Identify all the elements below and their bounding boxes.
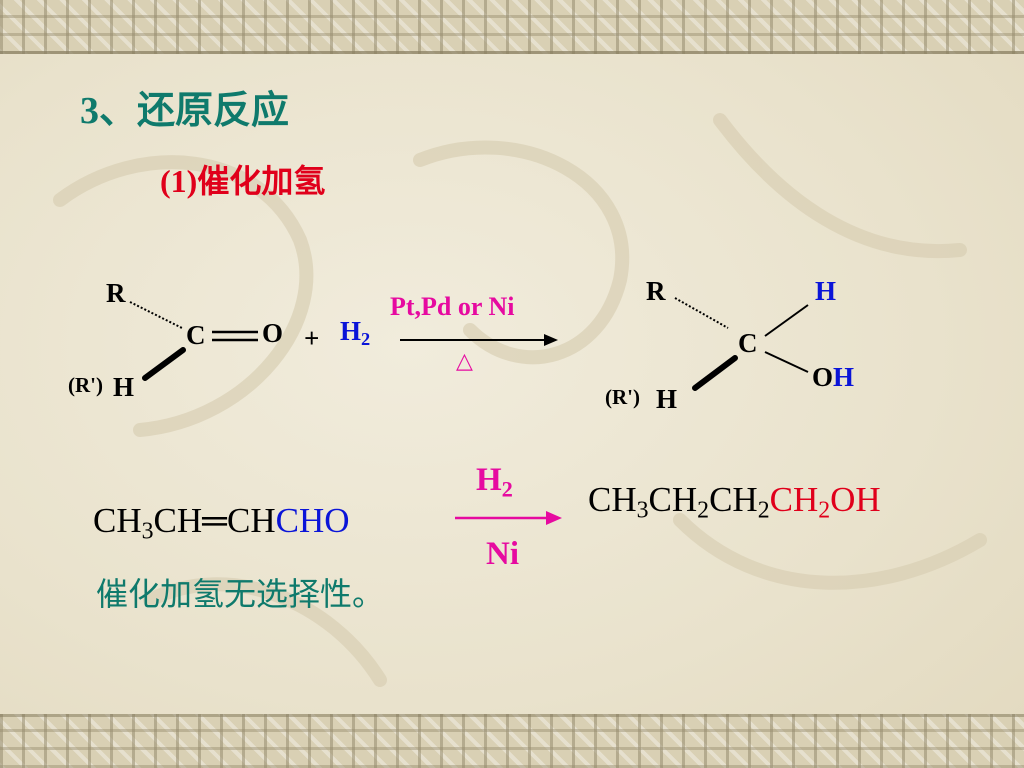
product-rprime-label: (R') bbox=[605, 385, 640, 409]
product-h-bond bbox=[764, 304, 809, 337]
reaction2-arrow-head bbox=[546, 511, 562, 525]
reactant2-double-bond: ═ bbox=[202, 501, 227, 540]
reactant2-ch3: CH bbox=[93, 501, 142, 540]
reactant2-ch-2: CH bbox=[226, 501, 276, 540]
product2-oh: OH bbox=[830, 480, 881, 519]
reactant-o-label: O bbox=[262, 318, 284, 348]
product-o: O bbox=[812, 362, 834, 392]
reagent-h: H bbox=[476, 462, 502, 498]
product-oh-h: H bbox=[833, 362, 855, 392]
reaction1-arrow-head bbox=[544, 334, 558, 346]
reactant-r-label: R bbox=[106, 278, 126, 308]
product2-ch3: CH bbox=[588, 480, 637, 519]
top-border-pattern bbox=[0, 0, 1024, 54]
reactant2-sub3: 3 bbox=[141, 518, 154, 545]
h2-subscript: 2 bbox=[361, 329, 371, 350]
product2-ch2-a: CH bbox=[648, 480, 698, 519]
product2-sub3: 3 bbox=[636, 497, 649, 524]
bottom-border-pattern bbox=[0, 714, 1024, 768]
product-oh-bond bbox=[764, 351, 809, 373]
product2-ch2-c: CH bbox=[769, 480, 819, 519]
reactant2-ch: CH bbox=[153, 501, 203, 540]
reactant-rprime-label: (R') bbox=[68, 373, 103, 397]
reagent-sub: 2 bbox=[501, 476, 513, 502]
product2-sub2-b: 2 bbox=[757, 497, 770, 524]
product2-sub2-a: 2 bbox=[697, 497, 710, 524]
slide-heading: 3、还原反应 bbox=[80, 90, 290, 132]
product-h-top-label: H bbox=[815, 276, 837, 306]
h2-h: H bbox=[340, 316, 362, 346]
reactant-r-hashed-bond bbox=[129, 301, 183, 329]
reaction2-product: CH3CH2CH2CH2OH bbox=[588, 480, 881, 523]
product2-sub2-c: 2 bbox=[818, 497, 831, 524]
product-c-label: C bbox=[738, 328, 758, 358]
plus-sign: + bbox=[304, 323, 320, 353]
heat-symbol: △ bbox=[456, 348, 473, 373]
reactant-h-wedge-bond bbox=[142, 347, 186, 381]
product-h-wedge-bond bbox=[692, 355, 738, 391]
reaction1-catalyst: Pt,Pd or Ni bbox=[390, 292, 515, 321]
reactant2-cho: CHO bbox=[275, 501, 350, 540]
reaction1-h2: H2 bbox=[340, 316, 370, 349]
product-h-label: H bbox=[656, 384, 678, 414]
product-r-label: R bbox=[646, 276, 666, 306]
product-oh-label: OH bbox=[812, 364, 854, 391]
reaction2-reactant: CH3CH═CHCHO bbox=[93, 501, 350, 544]
reactant-h-label: H bbox=[113, 372, 135, 402]
reactant-c-label: C bbox=[186, 320, 206, 350]
product2-ch2-b: CH bbox=[709, 480, 758, 519]
slide-subheading: (1)催化加氢 bbox=[160, 163, 326, 199]
selectivity-note: 催化加氢无选择性。 bbox=[96, 575, 385, 613]
reaction2-catalyst: Ni bbox=[486, 536, 519, 572]
product-r-hashed-bond bbox=[674, 297, 729, 329]
reaction2-reagent: H2 bbox=[476, 462, 513, 501]
